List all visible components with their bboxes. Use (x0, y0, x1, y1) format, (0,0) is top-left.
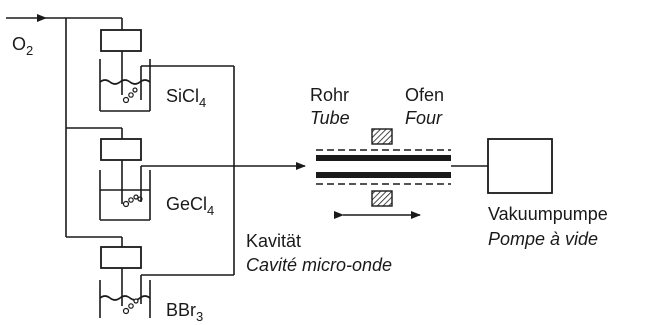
sicl4-subscript: 4 (199, 95, 206, 110)
gecl4-flow-controller (100, 138, 142, 161)
oxygen-label: O (12, 34, 26, 54)
oxygen-inlet: O2 (6, 14, 47, 58)
four-label: Four (405, 108, 443, 128)
cavite-label: Cavité micro-onde (246, 255, 392, 275)
microwave-cavity-upper (371, 128, 393, 145)
bbr3-bubbler: BBr3 (99, 166, 235, 324)
gecl4-subscript: 4 (207, 203, 214, 218)
tube-label: Tube (310, 108, 350, 128)
rohr-label: Rohr (310, 85, 349, 105)
oxygen-subscript: 2 (26, 43, 33, 58)
microwave-cavity-lower (371, 190, 393, 207)
ofen-label: Ofen (405, 85, 444, 105)
vakuumpumpe-label: Vakuumpumpe (488, 204, 608, 224)
svg-text:O2: O2 (12, 34, 33, 58)
gecl4-label: GeCl (166, 194, 207, 214)
bbr3-flow-controller (100, 246, 142, 269)
reaction-tube (316, 128, 488, 219)
svg-text:GeCl4: GeCl4 (166, 194, 214, 218)
vacuum-pump-box (487, 138, 553, 194)
bbr3-subscript: 3 (196, 309, 203, 324)
bbr3-label: BBr (166, 300, 196, 320)
gecl4-bubbler: GeCl4 (99, 138, 306, 221)
sicl4-flow-controller (100, 29, 142, 52)
svg-text:SiCl4: SiCl4 (166, 86, 206, 110)
svg-text:BBr3: BBr3 (166, 300, 203, 324)
sicl4-bubbler: SiCl4 (99, 29, 235, 166)
sicl4-label: SiCl (166, 86, 199, 106)
pompe-label: Pompe à vide (488, 229, 598, 249)
gas-supply-lines (46, 17, 123, 247)
kavitaet-label: Kavität (246, 231, 301, 251)
